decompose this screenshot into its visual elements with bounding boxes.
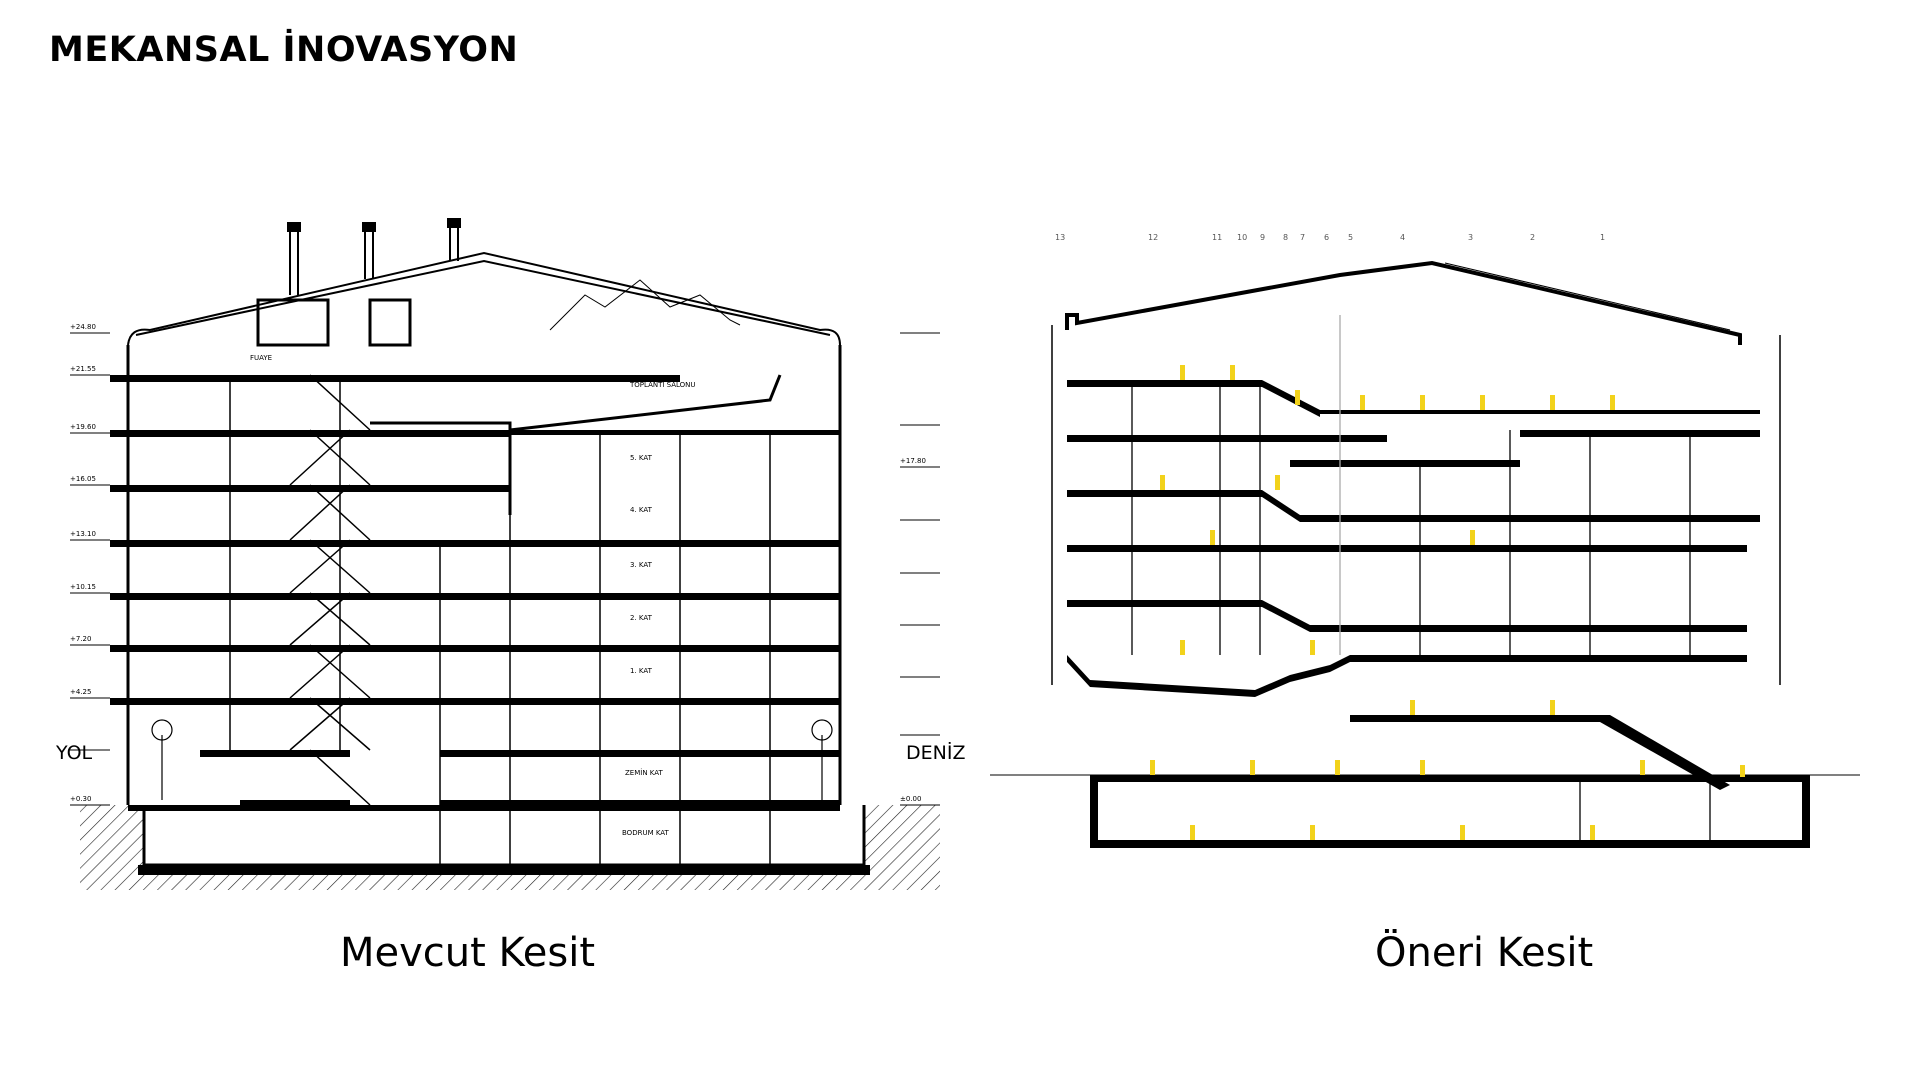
slide-title: MEKANSAL İNOVASYON xyxy=(49,30,519,70)
proposed-slabs xyxy=(1067,380,1810,848)
room-label-toplanti: TOPLANTI SALONU xyxy=(629,381,696,389)
level-label: +19.60 xyxy=(70,423,96,431)
existing-section-svg: +24.80 +21.55 +19.60 +17.80 +16.05 +13.1… xyxy=(70,218,940,890)
level-label: +7.20 xyxy=(70,635,91,643)
tree-left xyxy=(151,719,173,800)
roof xyxy=(127,218,841,347)
level-label: +0.30 xyxy=(70,795,91,803)
basement-cutout xyxy=(144,805,864,865)
grid-axis: 10 xyxy=(1237,233,1247,242)
grid-axis: 12 xyxy=(1148,233,1158,242)
columns xyxy=(229,382,771,865)
level-ticks xyxy=(70,332,940,806)
grid-axis: 2 xyxy=(1530,233,1535,242)
grid-axis: 8 xyxy=(1283,233,1288,242)
grid-axes: 13 12 11 10 9 8 7 6 5 4 3 2 1 xyxy=(1055,233,1605,242)
grid-axis: 3 xyxy=(1468,233,1473,242)
proposed-walls xyxy=(1051,325,1781,685)
level-label: +16.05 xyxy=(70,475,96,483)
level-label: +21.55 xyxy=(70,365,96,373)
level-label: +10.15 xyxy=(70,583,96,591)
road-label: YOL xyxy=(56,742,93,764)
room-label-3-kat: 3. KAT xyxy=(630,561,653,569)
level-label: +13.10 xyxy=(70,530,96,538)
grid-axis: 6 xyxy=(1324,233,1329,242)
meeting-hall-ceiling xyxy=(370,374,782,515)
level-label: +17.80 xyxy=(900,457,926,465)
floor-slabs xyxy=(110,375,840,811)
level-label: +24.80 xyxy=(70,323,96,331)
grid-axis: 11 xyxy=(1212,233,1222,242)
existing-section-drawing: +24.80 +21.55 +19.60 +17.80 +16.05 +13.1… xyxy=(40,215,980,895)
tree-right xyxy=(811,719,833,800)
proposed-section-caption: Öneri Kesit xyxy=(1375,930,1594,976)
level-label: +4.25 xyxy=(70,688,91,696)
proposed-section-svg: 13 12 11 10 9 8 7 6 5 4 3 2 1 xyxy=(990,233,1860,848)
grid-axis: 5 xyxy=(1348,233,1353,242)
room-label-fuaye: FUAYE xyxy=(250,354,272,362)
room-label-5-kat: 5. KAT xyxy=(630,454,653,462)
room-label-2-kat: 2. KAT xyxy=(630,614,653,622)
proposed-columns xyxy=(1131,315,1711,840)
level-label: ±0.00 xyxy=(900,795,921,803)
room-label-1-kat: 1. KAT xyxy=(630,667,653,675)
grid-axis: 7 xyxy=(1300,233,1305,242)
people-figures xyxy=(1150,365,1745,840)
grid-axis: 13 xyxy=(1055,233,1065,242)
existing-section-caption: Mevcut Kesit xyxy=(340,930,596,976)
basement-slab xyxy=(138,865,870,875)
room-label-zemin: ZEMİN KAT xyxy=(625,768,663,777)
proposed-section-drawing: 13 12 11 10 9 8 7 6 5 4 3 2 1 xyxy=(990,215,1860,895)
grid-axis: 4 xyxy=(1400,233,1405,242)
staircase xyxy=(289,374,371,806)
room-label-bodrum: BODRUM KAT xyxy=(622,829,670,837)
grid-axis: 1 xyxy=(1600,233,1605,242)
room-label-4-kat: 4. KAT xyxy=(630,506,653,514)
grid-axis: 9 xyxy=(1260,233,1265,242)
proposed-roof xyxy=(1065,260,1742,345)
sea-label: DENİZ xyxy=(906,742,966,764)
